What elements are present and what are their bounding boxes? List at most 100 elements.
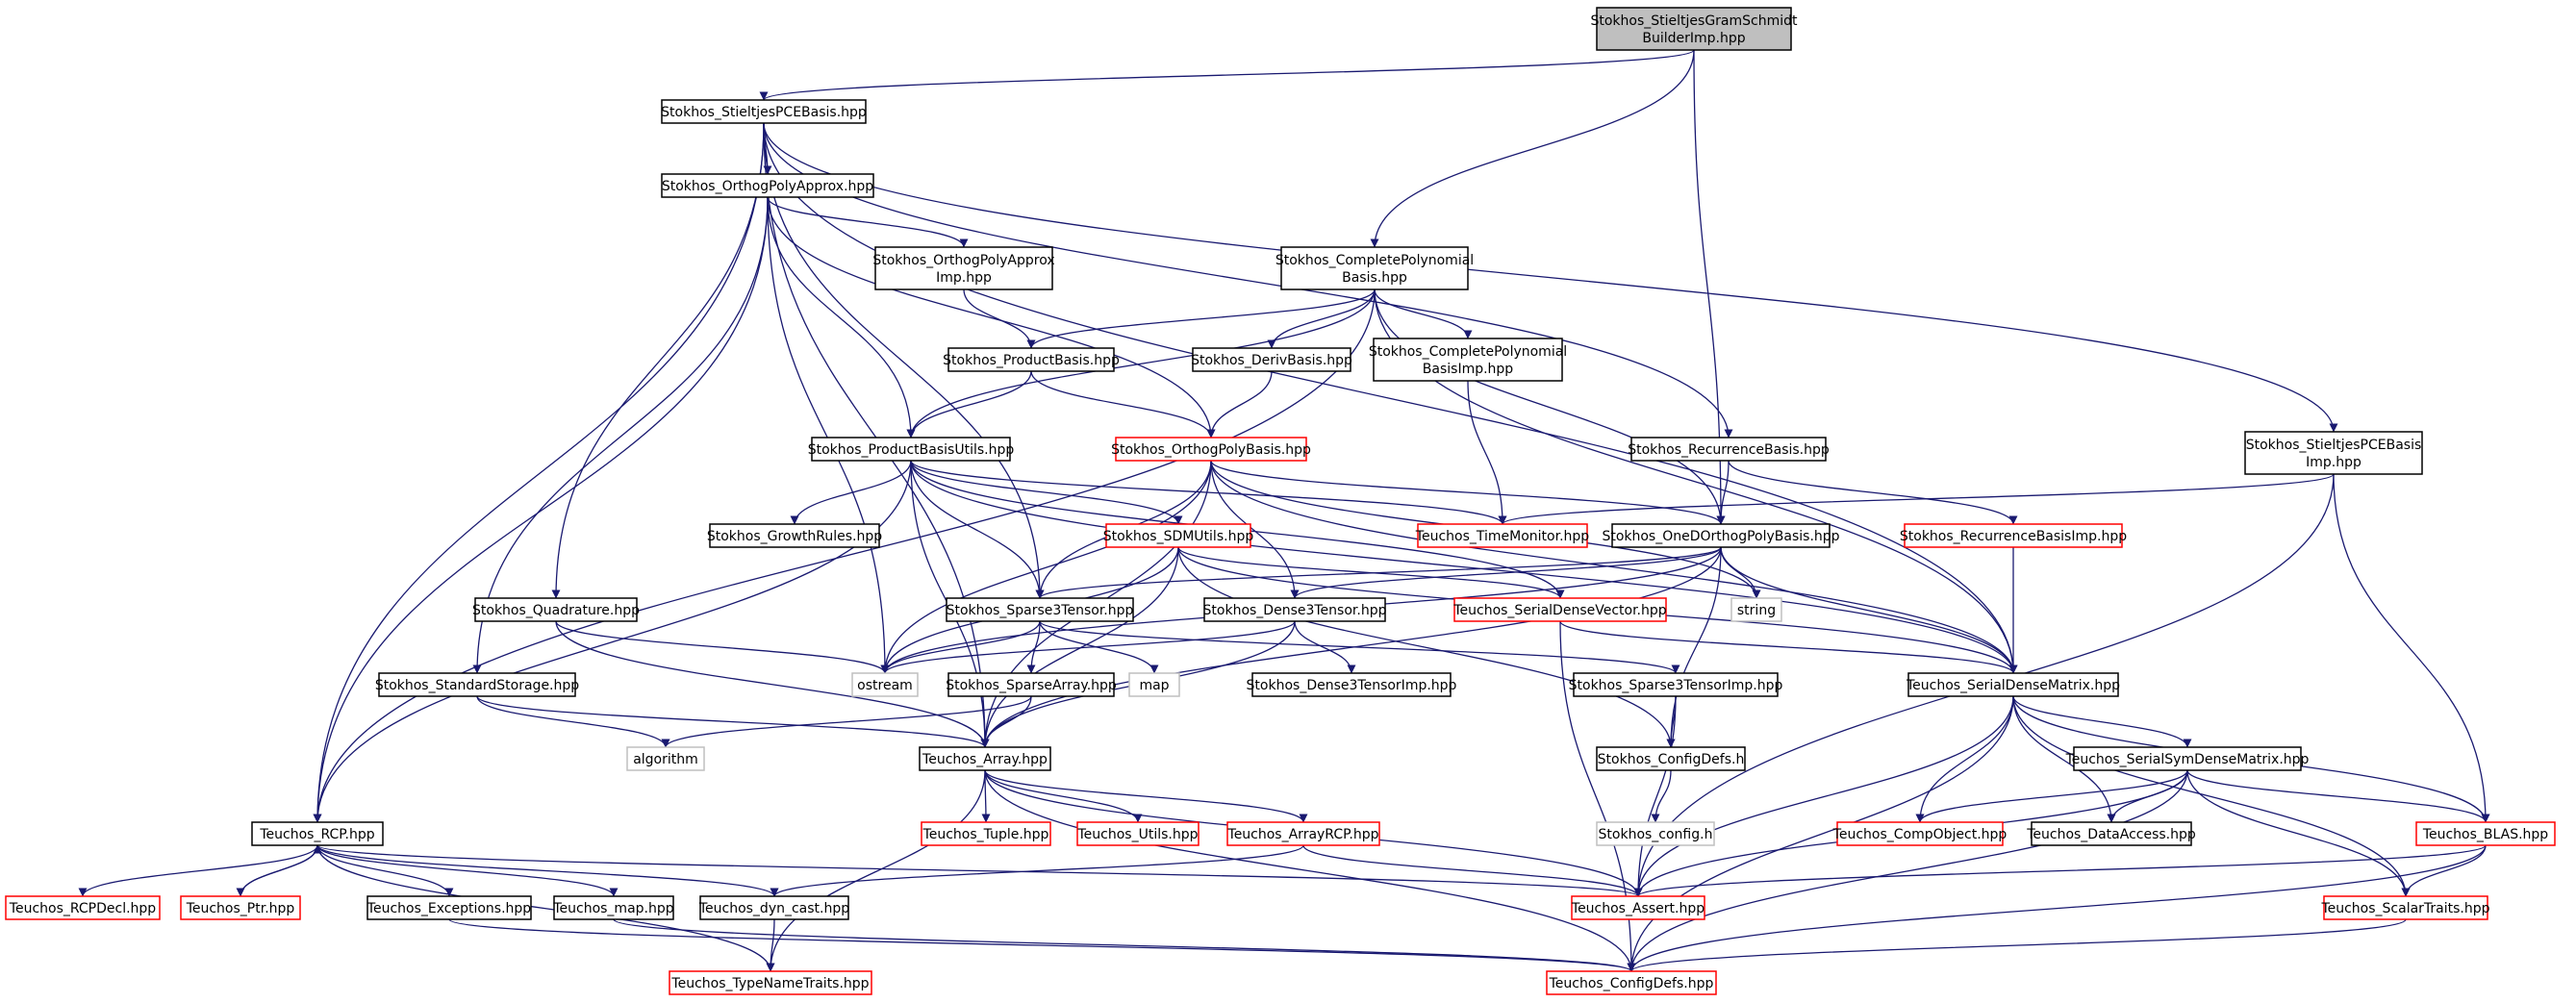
node-dense3Imp[interactable]: Stokhos_Dense3TensorImp.hpp: [1247, 672, 1457, 697]
edge-line: [2012, 695, 2411, 897]
edge-line: [880, 460, 1212, 674]
node-label: Teuchos_map.hpp: [552, 901, 673, 916]
node-configDefs[interactable]: Teuchos_ConfigDefs.hpp: [1546, 970, 1717, 995]
edge-line: [661, 695, 1032, 748]
node-rcp[interactable]: Teuchos_RCP.hpp: [251, 821, 384, 846]
node-ptr[interactable]: Teuchos_Ptr.hpp: [180, 895, 301, 920]
node-serialDenseMatrix[interactable]: Teuchos_SerialDenseMatrix.hpp: [1906, 672, 2120, 697]
node-root: Stokhos_StieltjesGramSchmidtBuilderImp.h…: [1590, 7, 1798, 51]
edge-serialDenseMatrix-to-configDefs: [1627, 695, 2014, 972]
node-label: Teuchos_BLAS.hpp: [2422, 827, 2548, 842]
node-tmap[interactable]: Teuchos_map.hpp: [552, 895, 674, 920]
node-recurrenceImp[interactable]: Stokhos_RecurrenceBasisImp.hpp: [1900, 523, 2127, 548]
node-box: [709, 523, 880, 548]
edge-line: [1210, 460, 2018, 674]
node-sparseArray[interactable]: Stokhos_SparseArray.hpp: [946, 672, 1117, 697]
node-timeMonitor[interactable]: Teuchos_TimeMonitor.hpp: [1415, 523, 1589, 548]
node-label: Teuchos_Tuple.hpp: [922, 827, 1049, 842]
edge-tmap-to-configDefs: [613, 918, 1636, 972]
edge-line: [313, 196, 769, 823]
edge-dense3-to-ostream: [880, 620, 1296, 674]
edge-line: [316, 844, 779, 897]
edge-line: [1290, 546, 1722, 599]
edge-line: [1267, 288, 1376, 349]
node-quadrature[interactable]: Stokhos_Quadrature.hpp: [472, 597, 640, 622]
node-label: Stokhos_Dense3Tensor.hpp: [1203, 603, 1387, 618]
node-box: [661, 173, 874, 198]
node-box: [2031, 821, 2192, 846]
node-scalarTraits[interactable]: Teuchos_ScalarTraits.hpp: [2320, 895, 2490, 920]
node-productBasis[interactable]: Stokhos_ProductBasis.hpp: [943, 347, 1120, 372]
node-sparse3Imp[interactable]: Stokhos_Sparse3TensorImp.hpp: [1569, 672, 1783, 697]
edge-array-to-arrayRCP: [984, 769, 1308, 823]
edge-sparse3-to-ostream: [880, 620, 1041, 674]
edge-line: [770, 844, 1304, 897]
edge-line: [1559, 620, 2018, 674]
node-label: Stokhos_OrthogPolyApprox.hpp: [662, 179, 873, 194]
edge-serialSym-to-configDefs: [1627, 769, 2188, 972]
edge-line: [984, 769, 1636, 972]
node-compObject[interactable]: Teuchos_CompObject.hpp: [1832, 821, 2008, 846]
edge-line: [767, 196, 1216, 439]
edge-line: [1294, 620, 1356, 674]
edge-oneDOrthog-to-sparse3: [1035, 546, 1722, 599]
node-configDefsStokhos[interactable]: Stokhos_ConfigDefs.h: [1596, 746, 1746, 771]
node-serialDenseVector[interactable]: Teuchos_SerialDenseVector.hpp: [1452, 597, 1667, 622]
node-growthRules[interactable]: Stokhos_GrowthRules.hpp: [707, 523, 882, 548]
node-rcpDecl[interactable]: Teuchos_RCPDecl.hpp: [5, 895, 161, 920]
node-tuple[interactable]: Teuchos_Tuple.hpp: [921, 821, 1051, 846]
node-sparse3[interactable]: Stokhos_Sparse3Tensor.hpp: [946, 597, 1134, 622]
node-recurrenceBasis[interactable]: Stokhos_RecurrenceBasis.hpp: [1628, 437, 1830, 462]
node-sdmUtils[interactable]: Stokhos_SDMUtils.hpp: [1103, 523, 1254, 548]
node-label: Stokhos_Quadrature.hpp: [472, 603, 640, 618]
edge-completePolyImp-to-timeMonitor: [1467, 380, 1507, 525]
node-dynCast[interactable]: Teuchos_dyn_cast.hpp: [698, 895, 849, 920]
node-typeNameTraits[interactable]: Teuchos_TypeNameTraits.hpp: [669, 970, 872, 995]
edge-line: [2012, 695, 2116, 823]
edge-line: [910, 460, 1045, 599]
node-exceptions[interactable]: Teuchos_Exceptions.hpp: [366, 895, 532, 920]
node-label: Stokhos_StieltjesGramSchmidt: [1590, 13, 1798, 29]
edge-line: [313, 460, 912, 823]
node-box: [2073, 746, 2302, 771]
edge-line: [790, 460, 912, 525]
node-label: Stokhos_ConfigDefs.h: [1598, 752, 1745, 767]
node-derivBasis[interactable]: Stokhos_DerivBasis.hpp: [1191, 347, 1352, 372]
edge-line: [1035, 546, 1722, 599]
node-assert[interactable]: Teuchos_Assert.hpp: [1571, 895, 1705, 920]
node-label: Stokhos_CompletePolynomial: [1369, 344, 1567, 360]
node-box: [669, 970, 872, 995]
edge-line: [766, 918, 775, 972]
node-dense3[interactable]: Stokhos_Dense3Tensor.hpp: [1203, 597, 1387, 622]
node-productBasisUtils[interactable]: Stokhos_ProductBasisUtils.hpp: [808, 437, 1015, 462]
node-label: Teuchos_Utils.hpp: [1077, 827, 1199, 842]
edge-line: [1915, 695, 2014, 823]
node-blas[interactable]: Teuchos_BLAS.hpp: [2415, 821, 2556, 846]
node-label: Teuchos_ScalarTraits.hpp: [2320, 901, 2489, 916]
edge-productBasisUtils-to-rcp: [313, 460, 912, 823]
node-utils[interactable]: Teuchos_Utils.hpp: [1076, 821, 1200, 846]
node-box: [1128, 672, 1180, 697]
node-orthogPolyBasis[interactable]: Stokhos_OrthogPolyBasis.hpp: [1111, 437, 1311, 462]
node-array[interactable]: Teuchos_Array.hpp: [919, 746, 1051, 771]
edge-sparseArray-to-array: [980, 695, 1032, 748]
node-label: Imp.hpp: [936, 270, 992, 286]
edge-line: [555, 620, 990, 748]
node-dataAccess[interactable]: Teuchos_DataAccess.hpp: [2026, 821, 2196, 846]
node-arrayRCP[interactable]: Teuchos_ArrayRCP.hpp: [1226, 821, 1380, 846]
node-serialSym[interactable]: Teuchos_SerialSymDenseMatrix.hpp: [2065, 746, 2310, 771]
node-oneDOrthog[interactable]: Stokhos_OneDOrthogPolyBasis.hpp: [1602, 523, 1840, 548]
edge-stieltjesPCEImp-to-blas: [2333, 473, 2490, 823]
node-stieltjesPCE[interactable]: Stokhos_StieltjesPCEBasis.hpp: [661, 99, 867, 124]
node-box: [2323, 895, 2488, 920]
node-orthogPolyApprox[interactable]: Stokhos_OrthogPolyApprox.hpp: [661, 173, 874, 198]
edge-blas-to-configDefs: [1627, 844, 2487, 972]
node-standardStorage[interactable]: Stokhos_StandardStorage.hpp: [375, 672, 579, 697]
node-box: [1105, 523, 1251, 548]
node-label: Teuchos_ArrayRCP.hpp: [1227, 827, 1379, 842]
